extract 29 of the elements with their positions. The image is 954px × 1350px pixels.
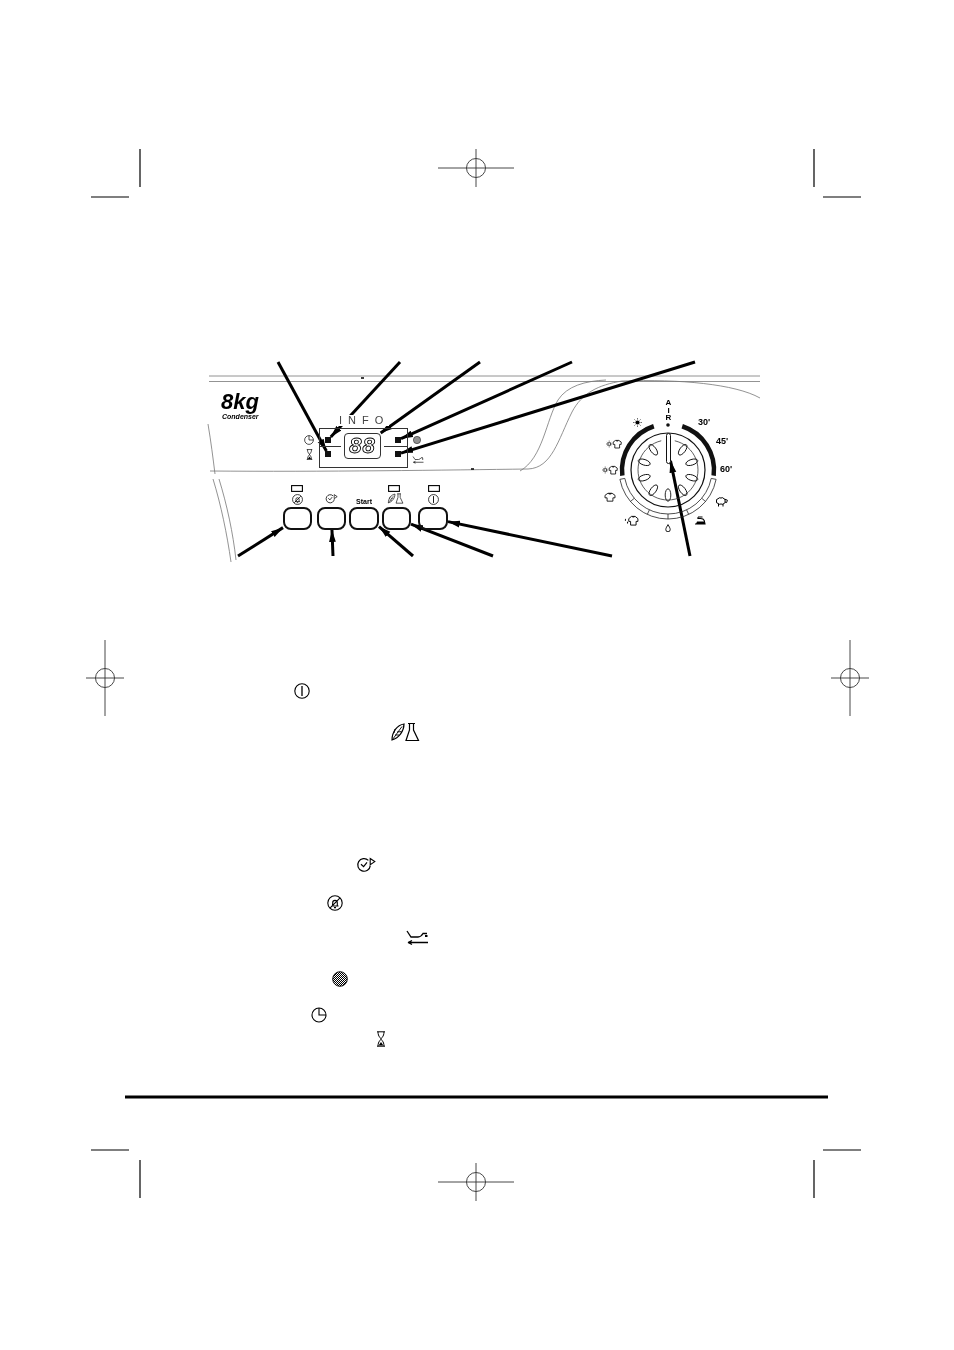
leader-arrow bbox=[276, 361, 328, 452]
indicator-light bbox=[395, 437, 401, 443]
leader-arrow bbox=[410, 522, 494, 558]
leader-arrow bbox=[447, 520, 613, 558]
scale-label: 45' bbox=[716, 436, 729, 446]
scale-label: AIR bbox=[663, 398, 673, 421]
leader-arrow bbox=[329, 529, 336, 557]
push-button bbox=[317, 507, 346, 530]
leader-arrow bbox=[379, 360, 481, 435]
scale-label: 60' bbox=[720, 464, 733, 474]
indicator-light bbox=[325, 437, 331, 443]
push-button bbox=[382, 507, 411, 530]
leader-arrow bbox=[329, 361, 402, 438]
display-window bbox=[319, 414, 408, 468]
indicator-light bbox=[395, 451, 401, 457]
leader-arrow bbox=[237, 526, 284, 558]
scale-label: 30' bbox=[698, 417, 711, 427]
capacity-label: 8kg bbox=[221, 391, 259, 413]
digit-display: 88 bbox=[344, 433, 381, 459]
indicator-light bbox=[325, 451, 331, 457]
leader-arrow bbox=[400, 360, 573, 441]
push-button bbox=[418, 507, 448, 530]
leader-arrow bbox=[400, 360, 696, 455]
knob-pointer bbox=[665, 433, 671, 464]
leader-arrow bbox=[669, 460, 692, 557]
display-heading: INFO bbox=[338, 415, 390, 426]
push-button bbox=[283, 507, 312, 530]
leader-arrow bbox=[378, 525, 414, 558]
push-button bbox=[349, 497, 379, 530]
